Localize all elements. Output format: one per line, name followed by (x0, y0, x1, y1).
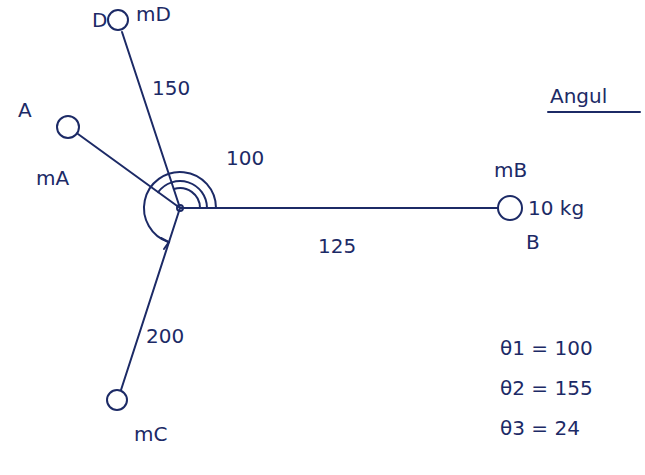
mass-circle (57, 116, 79, 138)
arm-line (121, 208, 180, 390)
mass-circle (498, 196, 522, 220)
mass-circle (108, 10, 128, 30)
sketch-label: 100 (226, 148, 264, 168)
sketch-label: D (92, 10, 107, 30)
sketch-label: θ3 = 24 (500, 418, 580, 438)
sketch-label: B (526, 232, 540, 252)
arrow-head (161, 238, 169, 249)
mass-circle (107, 390, 127, 410)
underline (548, 111, 640, 113)
arm-line (180, 207, 498, 209)
sketch-label: 200 (146, 326, 184, 346)
sketch-label: 125 (318, 236, 356, 256)
arm-line (78, 134, 180, 208)
center-point (177, 205, 183, 211)
sketch-label: mB (494, 160, 527, 180)
angle-arc (174, 188, 200, 208)
sketch-label: mD (136, 4, 171, 24)
angle-arc (144, 172, 216, 242)
sketch-label: θ2 = 155 (500, 378, 593, 398)
sketch-label: mA (36, 168, 69, 188)
sketch-label: θ1 = 100 (500, 338, 593, 358)
sketch-label: 10 kg (528, 198, 584, 218)
sketch-label: Angul (550, 86, 607, 106)
sketch-label: mC (134, 424, 167, 444)
angle-arc (158, 181, 207, 208)
sketch-label: A (18, 100, 32, 120)
sketch-label: 150 (152, 78, 190, 98)
